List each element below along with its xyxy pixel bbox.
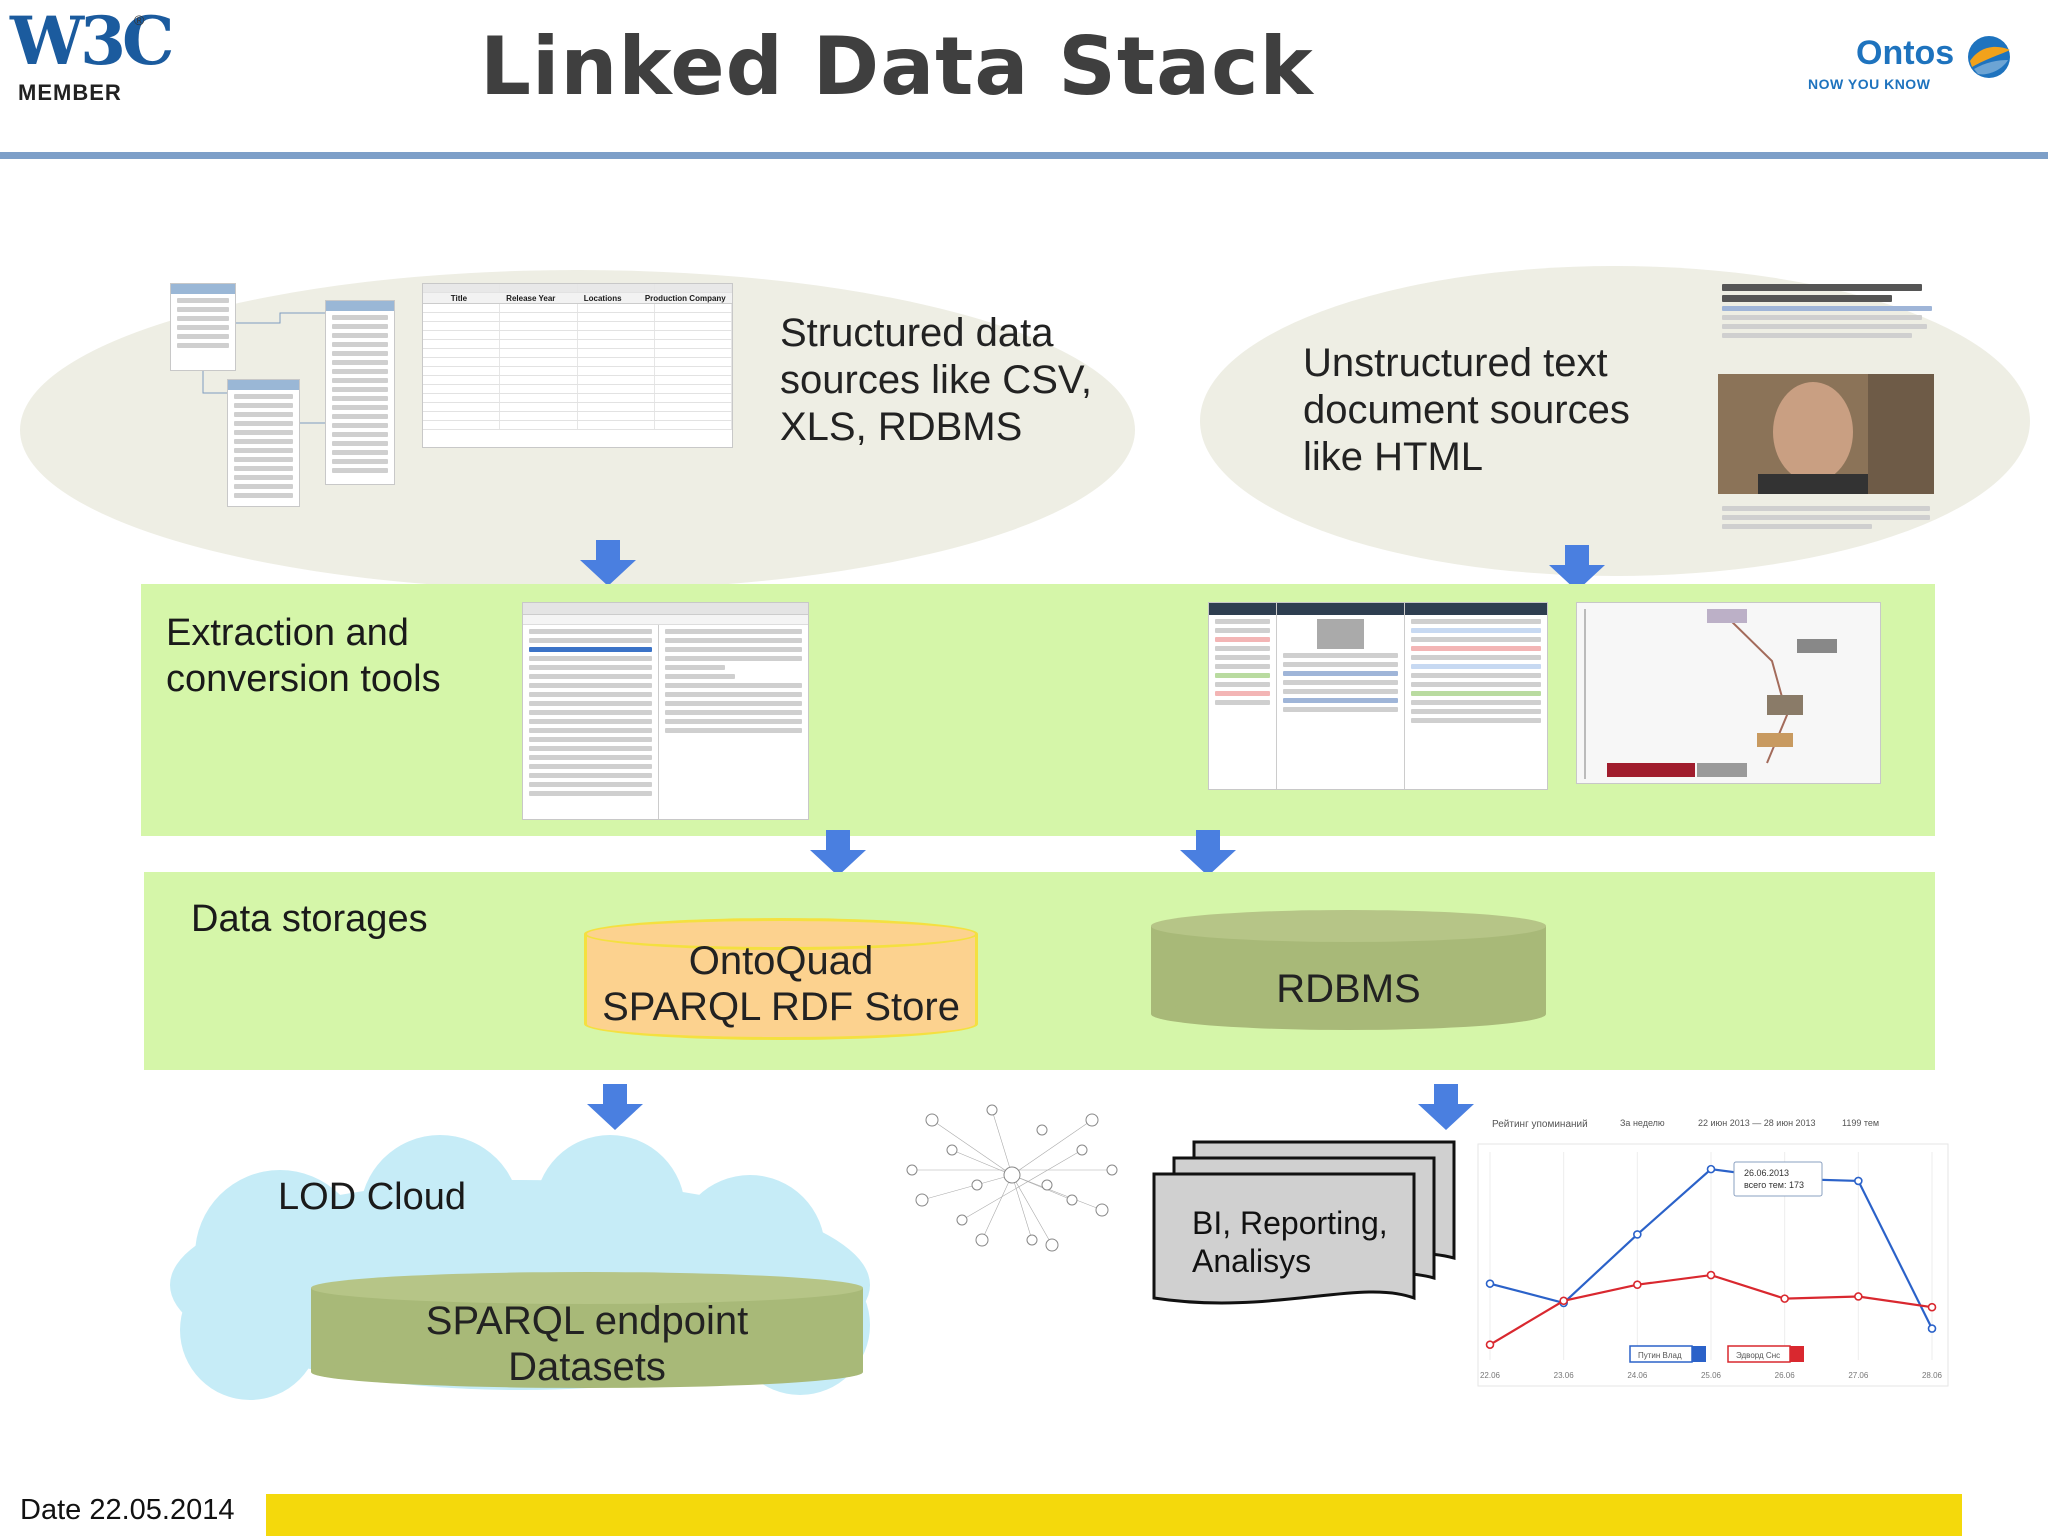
chart-plot-area [1477,1143,1949,1387]
storage-band [144,872,1935,1070]
unstructured-text-line: document sources [1303,388,1630,432]
rdbms-schema-thumbnail [170,283,400,508]
chart-data-point [1706,1270,1716,1280]
chart-data-point [1927,1302,1937,1312]
w3c-logo-text: W3C [10,2,175,80]
legend-item-label: Эдворд Снс [1736,1351,1780,1360]
sparql-endpoint-label: SPARQL endpoint Datasets [311,1298,863,1390]
w3c-member-logo: W3C ® MEMBER [10,2,175,105]
ontos-globe-icon [1968,36,2010,78]
tooltip-date: 26.06.2013 [1744,1168,1789,1178]
portrait-photo-icon [1718,374,1934,494]
storages-label: Data storages [191,898,428,940]
structured-text-line: Structured data [780,311,1054,355]
tooltip-count: всего тем: 173 [1744,1180,1804,1190]
chart-x-axis: 22.06 23.06 24.06 25.06 26.06 27.06 28.06 [1480,1371,1943,1380]
down-arrow-icon [1180,830,1236,876]
spreadsheet-col-title: Title [450,294,468,303]
schema-table-box [170,283,236,371]
ontos-logo-tagline: NOW YOU KNOW [1808,76,1931,92]
chart-data-point [1927,1324,1937,1333]
structured-text-line: XLS, RDBMS [780,405,1023,449]
chart-period-button[interactable]: За неделю [1620,1118,1665,1128]
sparql-endpoint-cylinder: SPARQL endpoint Datasets [311,1272,863,1390]
chart-tooltip: 26.06.2013 всего тем: 173 [1733,1161,1823,1197]
extraction-label-line: Extraction and [166,612,409,654]
schema-table-box [227,379,300,507]
timeline-screenshot [1576,602,1881,784]
x-tick-label: 28.06 [1922,1371,1943,1380]
extraction-label: Extraction and conversion tools [166,610,441,702]
spreadsheet-col-locations: Locations [583,294,622,303]
x-tick-label: 26.06 [1775,1371,1796,1380]
chart-data-point [1633,1280,1642,1290]
news-photo [1718,374,1934,494]
slide-date: Date 22.05.2014 [20,1494,235,1526]
down-arrow-icon [587,1084,643,1130]
x-tick-label: 22.06 [1480,1371,1501,1380]
schema-table-box [325,300,395,485]
down-arrow-icon [580,540,636,586]
x-tick-label: 24.06 [1627,1371,1648,1380]
chart-data-point [1559,1296,1568,1306]
structured-text-line: sources like CSV, [780,358,1092,402]
rdbms-label: RDBMS [1276,967,1421,1011]
sparql-endpoint-name: SPARQL endpoint [425,1299,749,1343]
chart-series [1485,1164,1937,1349]
x-tick-label: 25.06 [1701,1371,1722,1380]
mentions-line-chart: Рейтинг упоминаний За неделю 22 июн 2013… [1477,1118,1949,1387]
ontos-logo-name: Ontos [1856,34,1955,72]
bi-documents-shape [1152,1140,1456,1305]
chart-data-point [1854,1176,1863,1186]
legend-item-label: Путин Влад [1638,1351,1682,1360]
schema-relation-lines [202,312,325,424]
legend-close-icon [1692,1346,1706,1362]
sparql-endpoint-datasets: Datasets [508,1345,666,1389]
chart-legend: Путин Влад Эдворд Снс [1629,1345,1804,1363]
bi-reporting-label: BI, Reporting, Analisys [1192,1204,1388,1280]
chart-data-point [1485,1279,1495,1288]
ontoquad-label: OntoQuad SPARQL RDF Store [584,938,978,1030]
lod-cloud-label: LOD Cloud [278,1176,466,1218]
bi-label-line: Analisys [1192,1243,1312,1279]
ontoquad-type: SPARQL RDF Store [602,985,960,1029]
chart-data-point [1485,1340,1495,1349]
legend-close-icon [1790,1346,1804,1362]
unstructured-sources-text: Unstructured text document sources like … [1303,340,1630,481]
chart-title: Рейтинг упоминаний [1492,1119,1588,1130]
rdbms-cylinder: RDBMS [1151,910,1546,1030]
chart-data-point [1706,1164,1716,1174]
slide-title: Linked Data Stack [480,20,1314,113]
footer-bar [266,1494,1962,1536]
chart-data-point [1633,1230,1642,1239]
timeline-graph [1584,609,1837,779]
w3c-registered-mark: ® [134,12,145,28]
chart-data-point [1780,1294,1789,1303]
unstructured-text-line: Unstructured text [1303,341,1608,385]
ontoquad-store-cylinder: OntoQuad SPARQL RDF Store [584,918,978,1040]
w3c-member-label: MEMBER [18,80,122,105]
ontoquad-name: OntoQuad [688,939,874,983]
spreadsheet-thumbnail: Title Release Year Locations Production … [422,283,733,448]
chart-date-range: 22 июн 2013 — 28 июн 2013 [1698,1118,1816,1128]
x-tick-label: 27.06 [1848,1371,1869,1380]
down-arrow-icon [1549,545,1605,591]
structured-sources-text: Structured data sources like CSV, XLS, R… [780,310,1092,451]
spreadsheet-header-row: Title Release Year Locations Production … [423,293,732,304]
chart-data-point [1854,1292,1863,1301]
spreadsheet-col-company: Production Company [644,294,726,303]
x-tick-label: 23.06 [1554,1371,1575,1380]
extraction-label-line: conversion tools [166,658,441,700]
chart-topic-count: 1199 тем [1842,1118,1879,1128]
lod-graph-thumbnail [906,1104,1118,1252]
entity-extraction-screenshot [1208,602,1548,790]
news-article-thumbnail [1716,280,1946,530]
mapping-tool-screenshot [522,602,809,820]
spreadsheet-col-year: Release Year [506,294,556,303]
header-divider [0,152,2048,159]
down-arrow-icon [810,830,866,876]
bi-label-line: BI, Reporting, [1192,1205,1388,1241]
down-arrow-icon [1418,1084,1474,1130]
unstructured-text-line: like HTML [1303,435,1484,479]
